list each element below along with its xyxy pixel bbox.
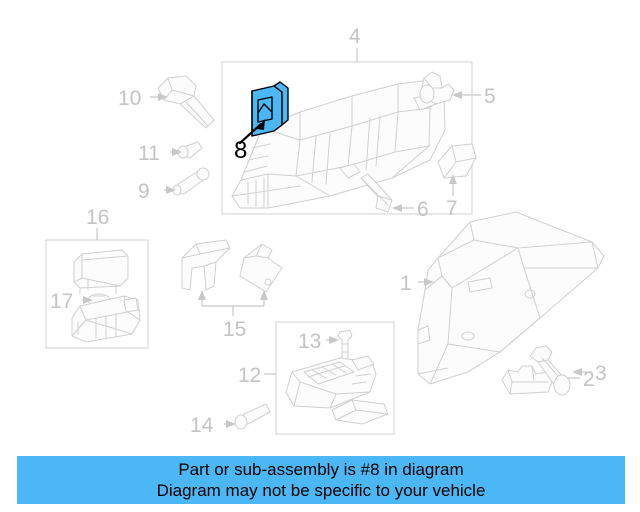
leader-arrow-15-left xyxy=(198,290,206,300)
callout-label-4: 4 xyxy=(349,25,361,48)
leader-arrow-10 xyxy=(158,93,168,101)
part-1-glovebox-door xyxy=(417,211,605,385)
leader-arrow-17 xyxy=(83,296,93,304)
leader-arrow-1 xyxy=(424,278,434,286)
part-11-bolt xyxy=(177,141,203,159)
callout-label-5: 5 xyxy=(484,85,496,108)
callout-label-8: 8 xyxy=(234,137,247,164)
leader-arrow-5 xyxy=(452,91,462,99)
part-14-screw xyxy=(234,403,271,430)
callout-label-9: 9 xyxy=(138,180,150,203)
part-5-bracket xyxy=(419,71,455,105)
leader-arrow-14 xyxy=(226,420,236,428)
leader-arrow-6 xyxy=(392,204,402,212)
callout-label-13: 13 xyxy=(298,330,321,353)
leader-arrow-9 xyxy=(166,186,176,194)
callout-label-2: 2 xyxy=(583,368,595,391)
group-box-4 xyxy=(221,61,473,215)
leader-arrow-8 xyxy=(257,119,265,130)
callout-label-17: 17 xyxy=(50,290,73,313)
callout-label-14: 14 xyxy=(190,414,214,437)
callout-label-1: 1 xyxy=(400,272,412,295)
part-9-bolt xyxy=(172,167,210,196)
callout-label-10: 10 xyxy=(118,87,141,110)
callout-label-12: 12 xyxy=(238,364,261,387)
part-12-console xyxy=(285,355,389,425)
caption-bar: Part or sub-assembly is #8 in diagram Di… xyxy=(17,456,625,504)
callout-label-15: 15 xyxy=(223,318,246,341)
callout-label-11: 11 xyxy=(138,142,160,165)
part-16-fusebox-cover xyxy=(73,249,129,295)
part-6-screw xyxy=(360,173,393,213)
part-15-bracket-left xyxy=(181,239,231,291)
caption-line-1: Part or sub-assembly is #8 in diagram xyxy=(178,460,464,479)
callout-label-3: 3 xyxy=(595,362,607,385)
callout-label-16: 16 xyxy=(86,206,109,229)
part-10-handle xyxy=(157,75,215,129)
leader-arrow-15-right xyxy=(260,290,268,300)
part-hvac-assembly xyxy=(231,79,446,209)
callout-label-7: 7 xyxy=(446,197,458,220)
group-box-12 xyxy=(275,321,395,435)
leader-15 xyxy=(201,296,265,316)
part-8-retainer-clip-highlighted xyxy=(251,81,289,137)
leader-arrow-7 xyxy=(449,174,457,184)
leader-arrow-11 xyxy=(172,148,182,156)
leader-8 xyxy=(238,122,263,145)
part-2-striker xyxy=(501,365,553,395)
part-7-bracket xyxy=(437,143,477,179)
callout-label-6: 6 xyxy=(417,198,429,221)
leader-arrow-3 xyxy=(572,368,582,376)
leader-arrow-13 xyxy=(329,336,339,344)
part-3-damper xyxy=(529,345,571,396)
part-16-fusebox-base xyxy=(71,295,141,343)
caption-line-2: Diagram may not be specific to your vehi… xyxy=(156,481,486,500)
part-15-bracket-right xyxy=(239,243,283,293)
